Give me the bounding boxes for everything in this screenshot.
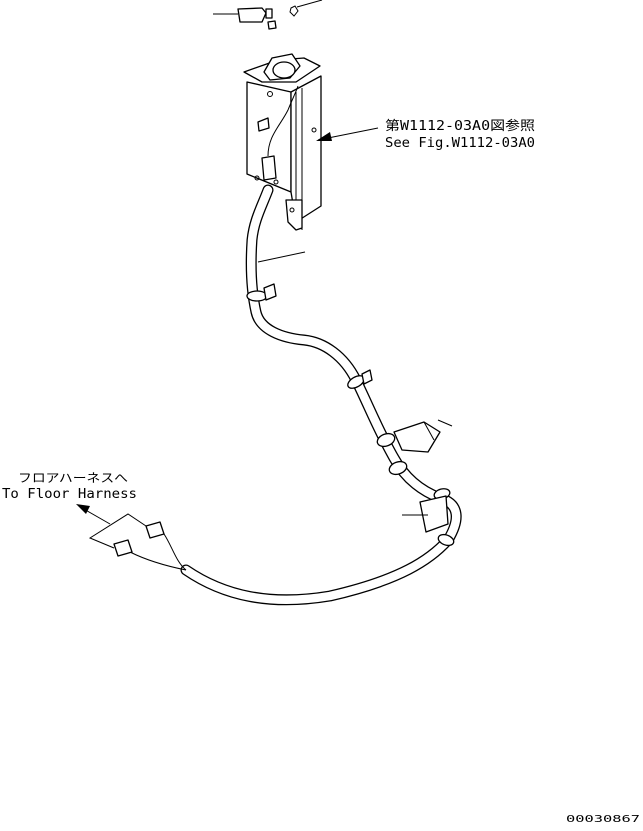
harness-clamps (246, 283, 455, 547)
callout-ref-en: See Fig.W1112-03A0 (385, 136, 535, 151)
switch-box-bracket (243, 53, 322, 231)
callout-floor-jp: フロアハーネスへ (18, 471, 128, 485)
callout-floor-en: To Floor Harness (2, 487, 137, 502)
top-fuse-parts (213, 0, 323, 30)
drawing-code: 00030867 (566, 814, 640, 825)
callout-floor-harness: フロアハーネスへ To Floor Harness (2, 471, 137, 502)
floor-connectors (76, 504, 187, 571)
callout-see-figure: 第W1112-03A0図参照 See Fig.W1112-03A0 (385, 118, 535, 151)
wire-harness (180, 184, 462, 606)
callout-ref-jp: 第W1112-03A0図参照 (385, 118, 535, 134)
leader-lines (257, 127, 428, 516)
